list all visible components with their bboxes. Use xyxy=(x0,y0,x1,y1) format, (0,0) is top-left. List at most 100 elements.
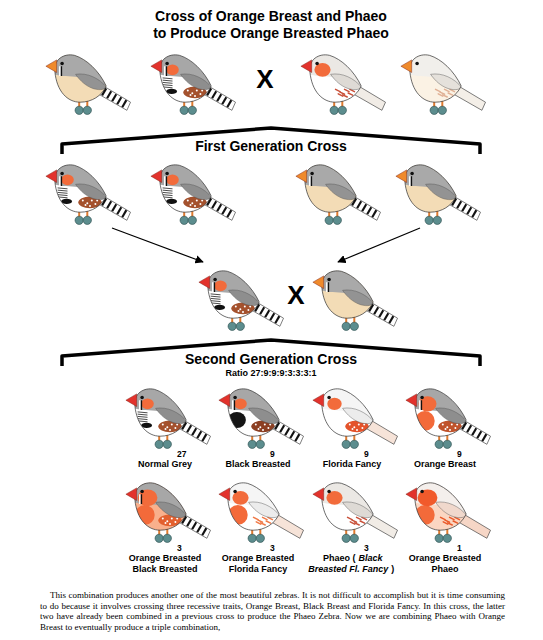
count-number: 27 xyxy=(177,449,186,459)
wing xyxy=(156,408,188,424)
beak xyxy=(46,170,57,183)
tear-mark xyxy=(61,66,62,76)
foot xyxy=(333,216,341,224)
eye xyxy=(60,62,64,66)
tail-bar xyxy=(467,207,471,214)
tail-bar xyxy=(482,434,486,441)
flank-spot xyxy=(449,429,451,431)
foot xyxy=(438,106,446,114)
foot xyxy=(433,216,441,224)
body-outline xyxy=(135,389,186,436)
cross-symbol: X xyxy=(256,64,273,94)
throat-bar xyxy=(58,190,68,192)
throat-bar xyxy=(211,300,221,302)
orange-breast xyxy=(228,505,248,525)
body-outline xyxy=(55,55,106,102)
wing xyxy=(156,502,188,518)
flank-streak xyxy=(345,89,350,91)
tear-mark xyxy=(328,282,329,292)
foot xyxy=(256,440,264,448)
foot xyxy=(435,534,443,542)
generation-bracket xyxy=(62,128,480,154)
cheek-patch xyxy=(418,489,438,506)
wing xyxy=(343,502,375,518)
throat-bar xyxy=(211,296,221,298)
tear-mark xyxy=(141,400,142,410)
foot xyxy=(83,216,91,224)
beak xyxy=(301,60,312,73)
eye xyxy=(165,62,169,66)
orange-breast xyxy=(415,505,435,525)
tail-bar xyxy=(295,434,299,441)
count-number: 3 xyxy=(177,543,182,553)
count-number: 3 xyxy=(364,543,369,553)
tail-bar xyxy=(222,207,226,214)
generation-bracket xyxy=(62,340,480,366)
tear-mark xyxy=(234,400,235,410)
foot xyxy=(350,534,358,542)
foot xyxy=(75,106,83,114)
finch-figure xyxy=(219,478,304,542)
tear-mark xyxy=(212,282,214,292)
eye xyxy=(327,278,331,282)
eye xyxy=(327,490,331,494)
flank-spot xyxy=(166,520,168,522)
flank-streak xyxy=(350,522,355,524)
wing xyxy=(76,184,108,200)
body-outline xyxy=(405,165,456,212)
finch-figure xyxy=(219,384,304,448)
flank-spot xyxy=(264,424,266,426)
foot xyxy=(236,322,244,330)
flank-streak xyxy=(436,89,441,91)
tail-bar xyxy=(374,307,378,314)
flank-spot xyxy=(196,90,198,92)
flank-spot xyxy=(199,203,201,205)
flank-streak xyxy=(448,93,453,95)
beak xyxy=(199,276,210,289)
flank-spot xyxy=(82,200,84,202)
finch-figure xyxy=(151,50,236,114)
foot xyxy=(342,534,350,542)
flank-streak xyxy=(336,89,341,91)
throat-bar xyxy=(211,293,221,295)
tail-bar xyxy=(217,204,221,211)
foot xyxy=(163,440,171,448)
flank-streak xyxy=(263,517,268,519)
eye xyxy=(233,396,237,400)
flank-streak xyxy=(438,94,443,96)
finch-figure xyxy=(406,384,491,448)
throat-bar xyxy=(163,80,173,82)
body-outline xyxy=(160,165,211,212)
flank-spot xyxy=(242,311,244,313)
flank-spot xyxy=(244,306,246,308)
finch-figure xyxy=(396,160,481,224)
flank-spot xyxy=(259,426,261,428)
count-number: 1 xyxy=(457,543,462,553)
wing xyxy=(343,408,375,424)
tail-bar xyxy=(212,91,216,98)
variety-name: Phaeo ( xyxy=(323,553,356,563)
throat-bar xyxy=(211,298,221,300)
pairing-arrow xyxy=(338,228,420,262)
foot xyxy=(155,440,163,448)
tail-bar xyxy=(227,210,231,217)
foot xyxy=(188,106,196,114)
flank-streak xyxy=(453,521,458,523)
tear-mark xyxy=(61,176,62,186)
beak xyxy=(313,276,324,289)
tail-bar xyxy=(285,428,289,435)
wing xyxy=(76,74,108,90)
flank-spot xyxy=(89,205,91,207)
diagram-title: Cross of Orange Breast and Phaeo to Prod… xyxy=(149,8,393,42)
variety-name: Orange Breast xyxy=(399,459,491,470)
flank-spot xyxy=(91,200,93,202)
wing xyxy=(249,502,281,518)
beak xyxy=(313,394,324,407)
flank-streak xyxy=(348,517,353,519)
tail-bar xyxy=(187,425,191,432)
variety-name: Orange Breasted Florida Fancy xyxy=(212,553,304,574)
tail-bar xyxy=(280,425,284,432)
body-outline xyxy=(160,55,211,102)
wing xyxy=(249,408,281,424)
